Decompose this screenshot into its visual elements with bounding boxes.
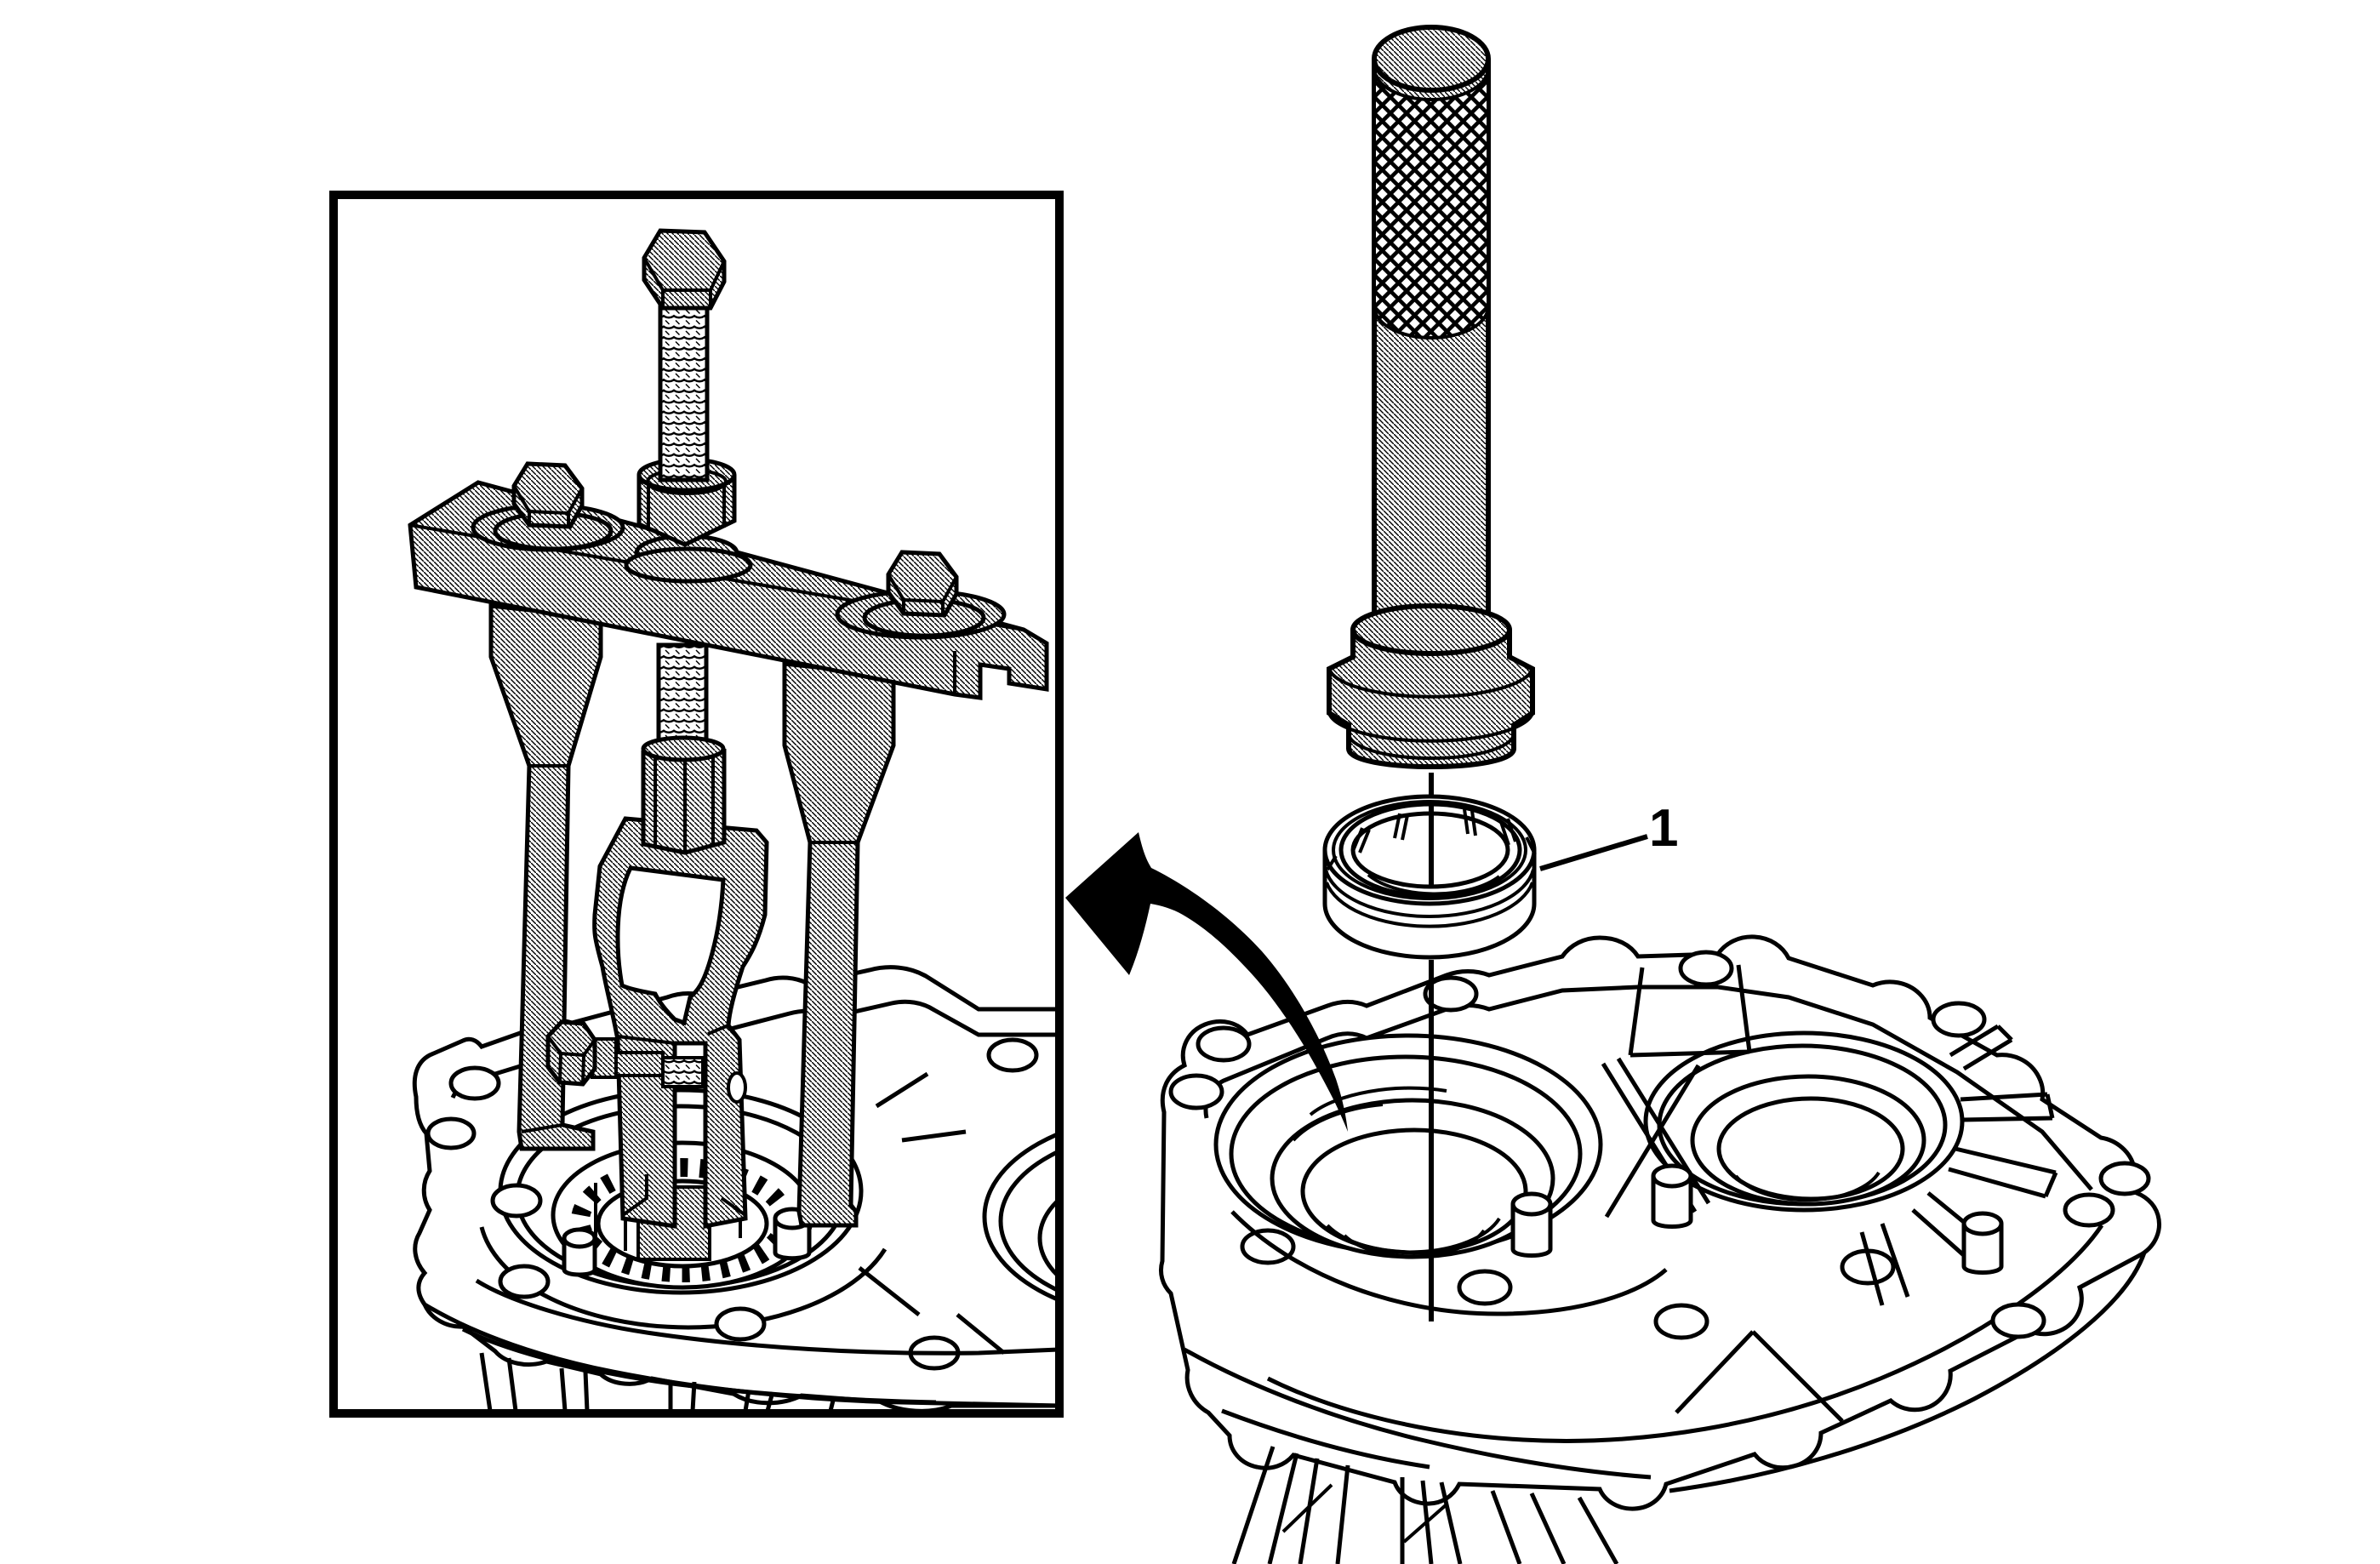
svg-text:1: 1 bbox=[1649, 799, 1678, 858]
